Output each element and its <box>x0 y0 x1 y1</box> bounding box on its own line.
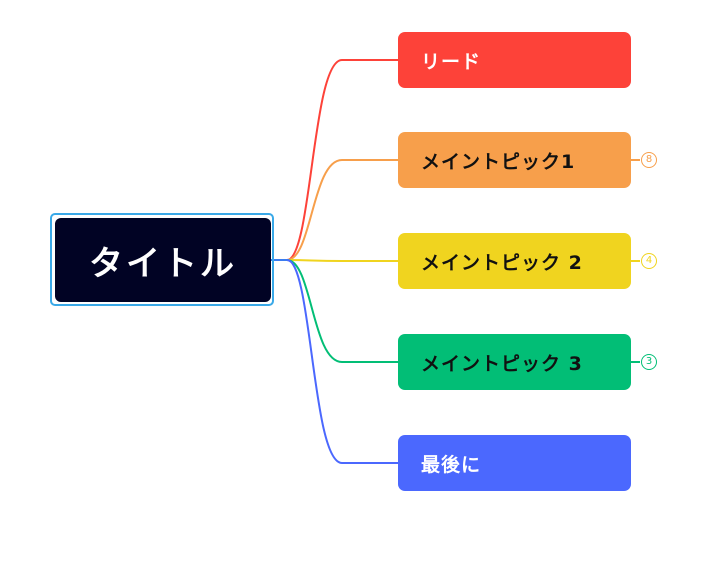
collapsed-count-badge-main-topic-2[interactable]: 4 <box>641 253 657 269</box>
branch-label-main-topic-2: メイントピック 2 <box>421 251 583 274</box>
connector-main-topic-1 <box>286 159 398 261</box>
root-topic-label: タイトル <box>89 243 237 284</box>
connector-lead <box>286 59 398 261</box>
branch-label-main-topic-3: メイントピック 3 <box>421 352 583 375</box>
branch-node-main-topic-2[interactable]: メイントピック 2 <box>398 233 631 289</box>
branch-label-conclusion: 最後に <box>421 453 482 476</box>
connector-conclusion <box>286 259 398 464</box>
root-topic-node[interactable]: タイトル <box>55 218 271 302</box>
branch-node-main-topic-1[interactable]: メイントピック1 <box>398 132 631 188</box>
branch-label-lead: リード <box>421 50 482 73</box>
collapsed-count-badge-main-topic-3[interactable]: 3 <box>641 354 657 370</box>
branch-node-main-topic-3[interactable]: メイントピック 3 <box>398 334 631 390</box>
selection-outline <box>50 213 274 306</box>
branch-node-conclusion[interactable]: 最後に <box>398 435 631 491</box>
collapsed-count-badge-main-topic-1[interactable]: 8 <box>641 152 657 168</box>
connector-main-topic-3 <box>286 259 398 363</box>
branch-label-main-topic-1: メイントピック1 <box>421 150 576 173</box>
branch-node-lead[interactable]: リード <box>398 32 631 88</box>
connector-main-topic-2 <box>286 259 398 262</box>
